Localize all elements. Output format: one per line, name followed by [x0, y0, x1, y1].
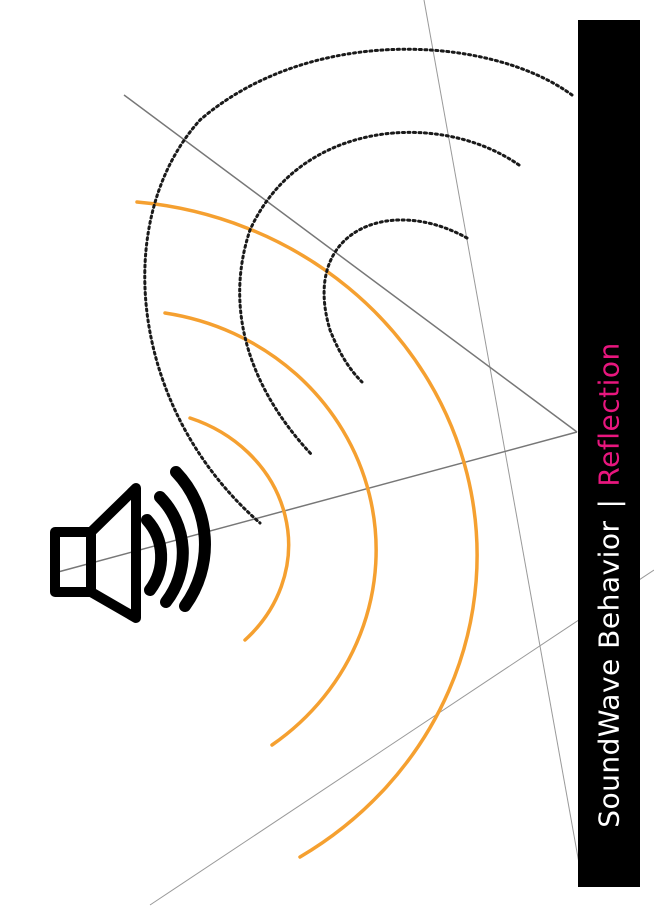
title-highlight: Reflection — [592, 342, 626, 487]
reflected-wavefront-2 — [238, 130, 521, 457]
title-separator: | — [592, 498, 626, 509]
incident-wavefront-1 — [188, 416, 291, 642]
reflected-wavefronts — [143, 47, 574, 525]
speaker-icon — [50, 466, 211, 623]
incident-wavefront-2 — [163, 311, 378, 747]
reflected-wavefront-1 — [322, 218, 469, 384]
reflecting-surface-line — [423, 0, 583, 881]
reflected-wavefront-3 — [143, 47, 574, 525]
secondary-surface-line — [149, 569, 654, 906]
title-bar — [578, 20, 640, 887]
incident-wavefront-3 — [135, 200, 479, 859]
incident-ray-line — [57, 431, 578, 573]
title-main: SoundWave Behavior — [592, 520, 626, 828]
diagram-title: SoundWave Behavior | Reflection — [593, 342, 626, 828]
reflected-ray-line — [123, 94, 578, 433]
incident-wavefronts — [135, 200, 479, 859]
